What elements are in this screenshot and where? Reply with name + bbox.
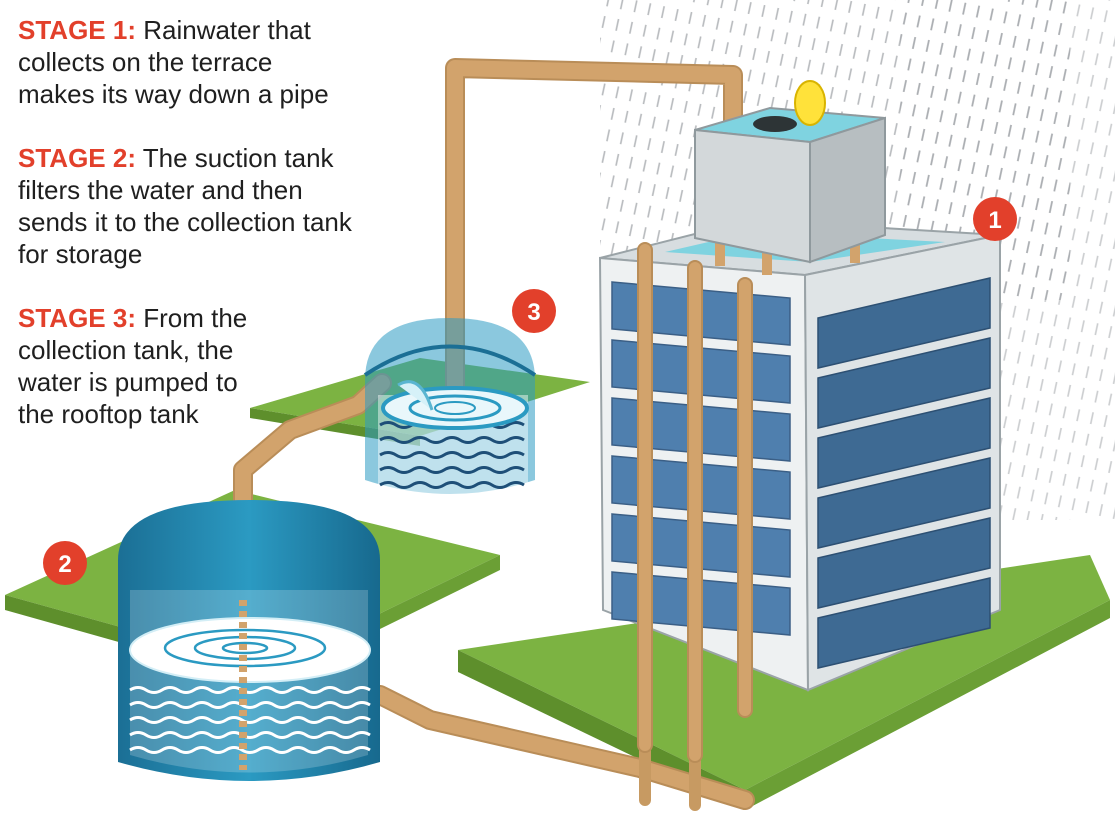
badge-3: 3 xyxy=(512,289,556,333)
stage-1-text: Rainwater that collects on the terrace m… xyxy=(18,15,329,109)
stage-2-text: The suction tank filters the water and t… xyxy=(18,143,352,269)
stage-1-caption: STAGE 1: Rainwater that collects on the … xyxy=(18,14,348,110)
badge-2-label: 2 xyxy=(58,551,71,578)
badge-1-label: 1 xyxy=(988,207,1001,234)
badge-1: 1 xyxy=(973,197,1017,241)
badge-2: 2 xyxy=(43,541,87,585)
badge-3-label: 3 xyxy=(527,299,540,326)
stage-3-caption: STAGE 3: From the collection tank, the w… xyxy=(18,302,266,430)
tank-lid-icon xyxy=(794,80,826,126)
stage-1-label: STAGE 1: xyxy=(18,15,136,45)
collection-tank xyxy=(118,500,380,781)
suction-tank xyxy=(363,318,537,501)
building xyxy=(598,218,1001,692)
rooftop-tank xyxy=(694,80,886,275)
right-facade-windows xyxy=(817,277,991,669)
stage-2-label: STAGE 2: xyxy=(18,143,136,173)
stage-3-label: STAGE 3: xyxy=(18,303,136,333)
building-downpipes xyxy=(637,242,753,763)
stage-2-caption: STAGE 2: The suction tank filters the wa… xyxy=(18,142,358,270)
stage-3-text: From the collection tank, the water is p… xyxy=(18,303,248,429)
